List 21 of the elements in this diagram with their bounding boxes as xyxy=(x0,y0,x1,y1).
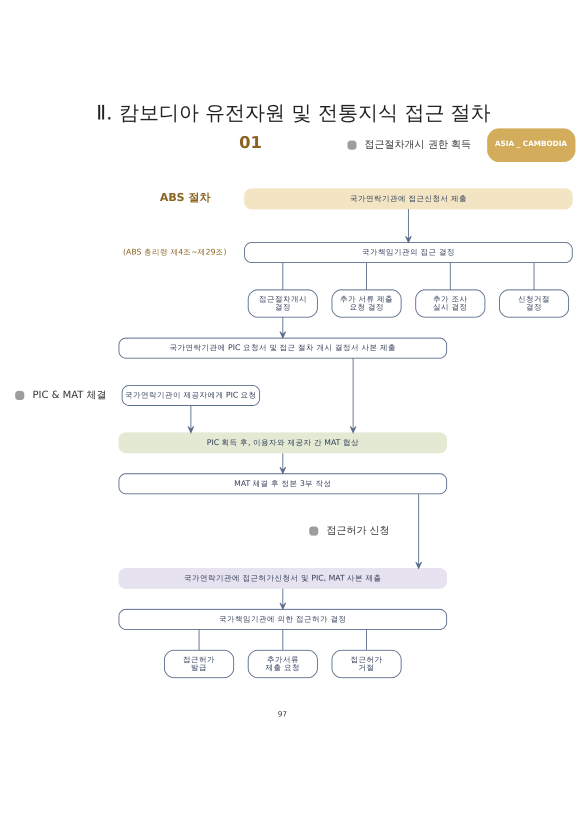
arrow xyxy=(188,404,194,433)
label: PIC & MAT 체결 xyxy=(32,390,107,401)
label: 접근절차개시 권한 획득 xyxy=(364,139,472,150)
connector xyxy=(366,628,367,650)
connector xyxy=(282,628,284,650)
label: ASIA _ CAMBODIA xyxy=(494,138,568,148)
label: 97 xyxy=(278,709,288,718)
label: 접근허가 신청 xyxy=(326,525,390,536)
label: 01 xyxy=(239,132,262,152)
connector xyxy=(282,262,284,290)
arrow xyxy=(279,452,286,474)
connector xyxy=(366,262,367,290)
arrow xyxy=(415,492,422,568)
label: ABS 절차 xyxy=(160,190,210,204)
arrow xyxy=(279,316,286,338)
arrow xyxy=(279,588,286,610)
arrow xyxy=(405,208,412,242)
connector xyxy=(450,262,451,290)
connector xyxy=(198,628,200,650)
arrow xyxy=(350,357,356,433)
diagram-title: Ⅱ. 캄보디아 유전자원 및 전통지식 접근 절차 xyxy=(96,100,491,124)
